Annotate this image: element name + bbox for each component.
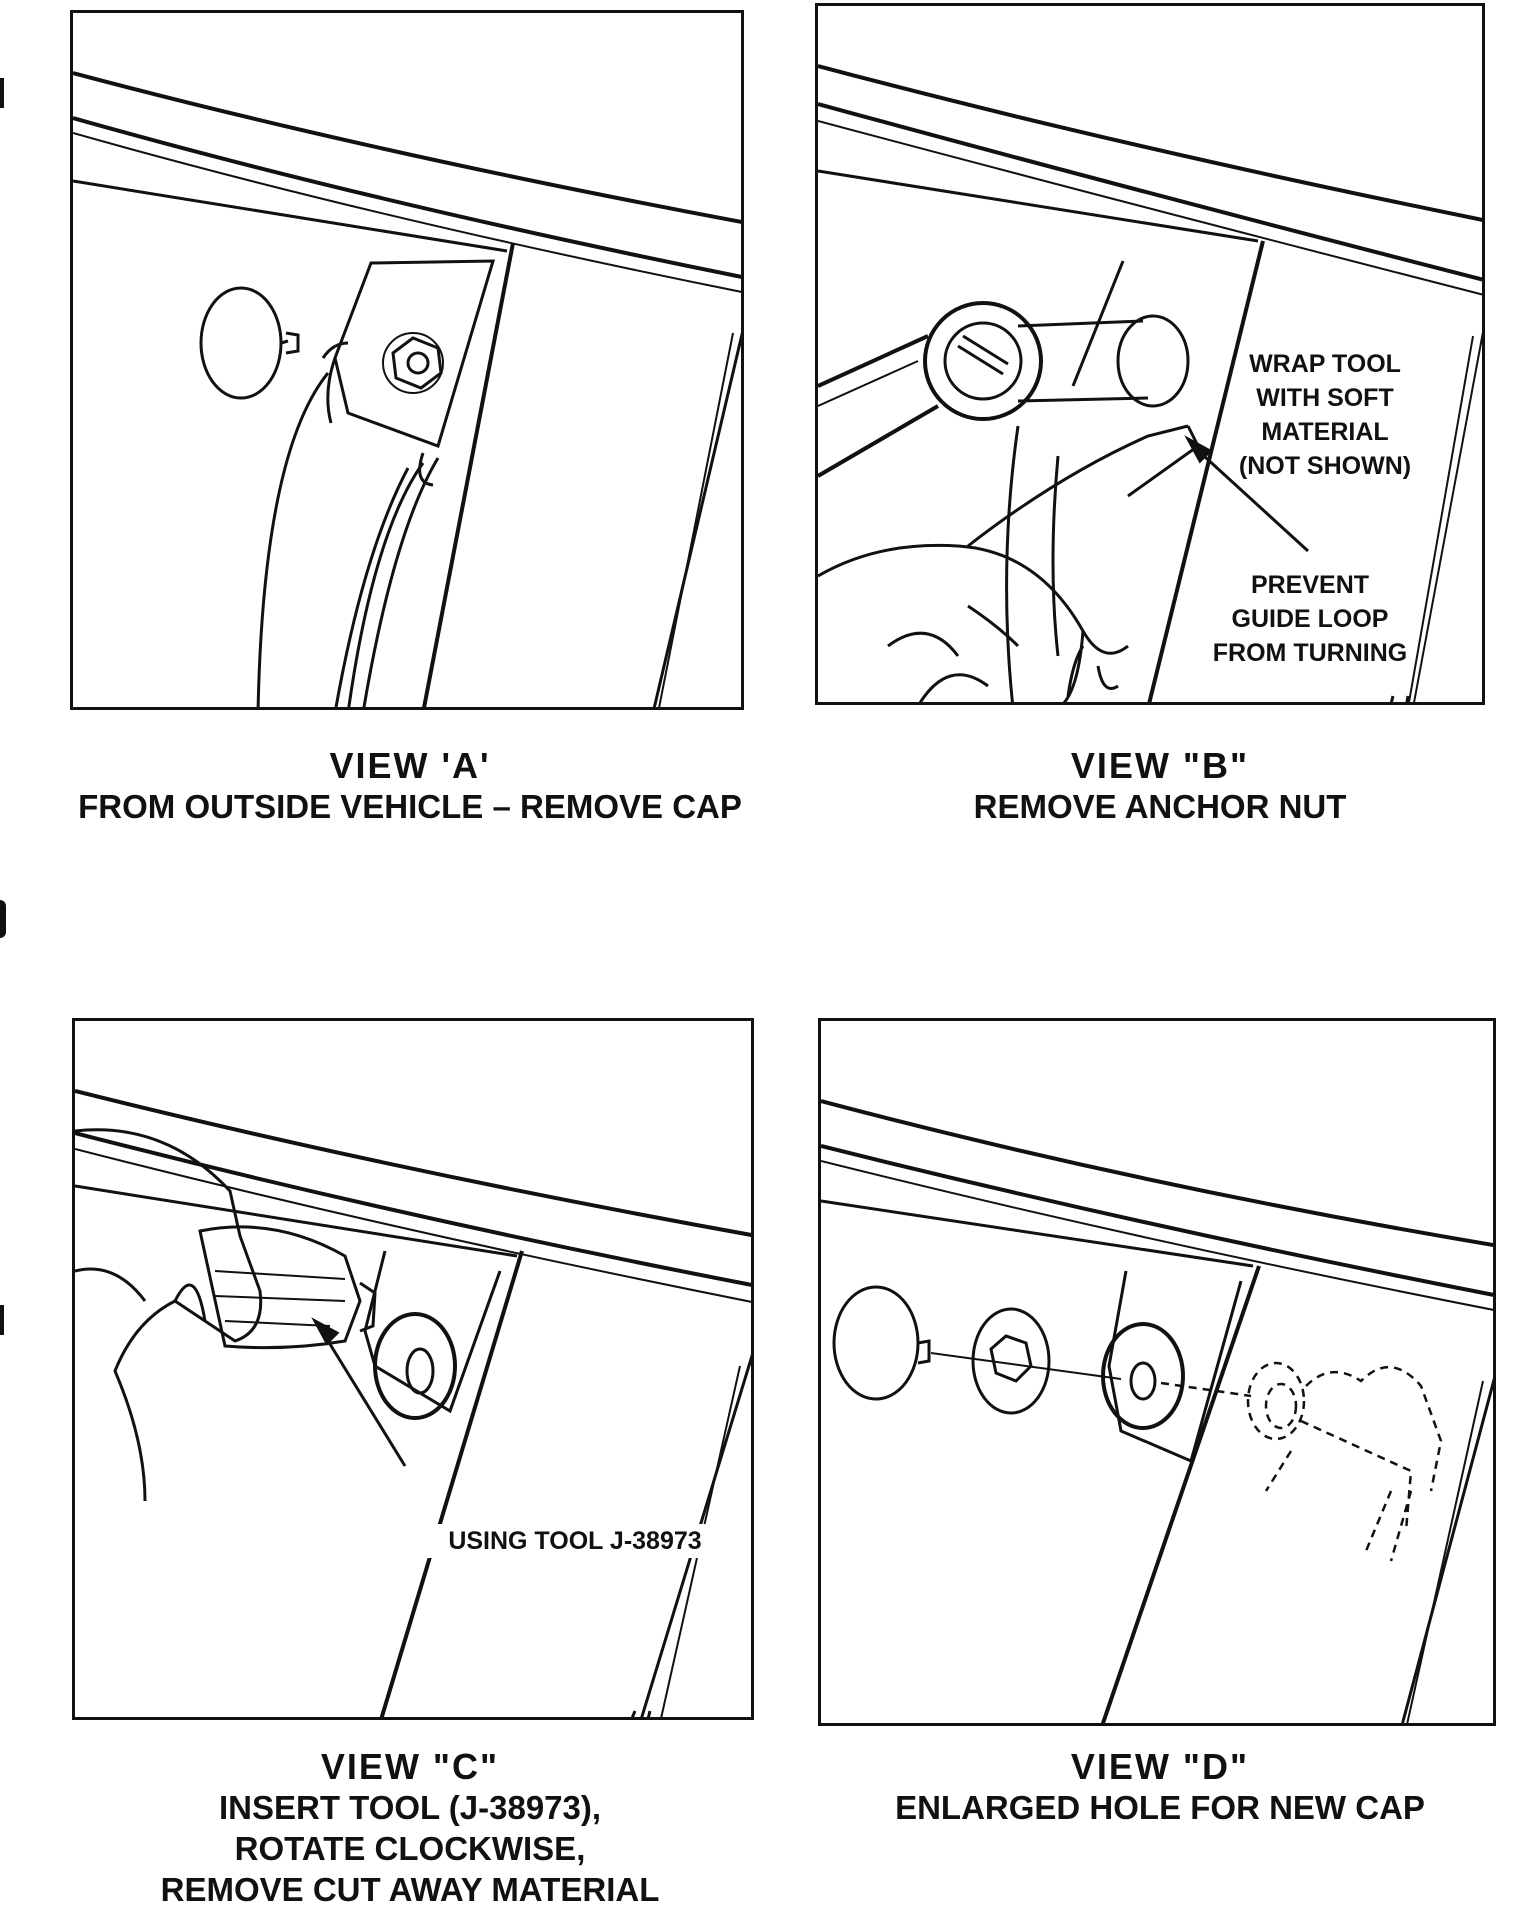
callout-wrap-line: WRAP TOOL <box>1249 350 1401 378</box>
view-b-description: REMOVE ANCHOR NUT <box>973 788 1347 825</box>
callout-prevent-line: PREVENT <box>1250 571 1370 599</box>
callout-prevent-line: GUIDE LOOP <box>1231 605 1389 633</box>
view-b-panel <box>815 3 1485 705</box>
view-c-description-line: INSERT TOOL (J-38973), <box>218 1789 602 1826</box>
view-d-illustration <box>821 1099 1493 1723</box>
callout-wrap-tool: WRAP TOOL WITH SOFT MATERIAL (NOT SHOWN) <box>1215 347 1435 483</box>
callout-using-tool: USING TOOL J-38973 <box>415 1524 735 1558</box>
view-a-title: VIEW 'A' <box>329 745 491 786</box>
view-a-caption: VIEW 'A' FROM OUTSIDE VEHICLE – REMOVE C… <box>40 745 780 827</box>
view-b-title: VIEW "B" <box>1070 745 1250 786</box>
view-b-illustration <box>818 64 1482 702</box>
view-a-description: FROM OUTSIDE VEHICLE – REMOVE CAP <box>78 788 742 825</box>
edge-mark <box>0 1305 4 1335</box>
view-d-title: VIEW "D" <box>1070 1746 1250 1787</box>
view-a-panel <box>70 10 744 710</box>
view-c-title: VIEW "C" <box>320 1746 500 1787</box>
view-d-description: ENLARGED HOLE FOR NEW CAP <box>895 1789 1425 1826</box>
view-d-caption: VIEW "D" ENLARGED HOLE FOR NEW CAP <box>840 1746 1480 1828</box>
view-c-description-line: ROTATE CLOCKWISE, <box>234 1830 586 1867</box>
view-c-description-line: REMOVE CUT AWAY MATERIAL <box>160 1871 660 1908</box>
callout-wrap-line: MATERIAL <box>1261 418 1389 446</box>
callout-wrap-line: WITH SOFT <box>1256 384 1394 412</box>
view-d-panel <box>818 1018 1496 1726</box>
edge-mark <box>0 78 4 108</box>
view-b-caption: VIEW "B" REMOVE ANCHOR NUT <box>860 745 1460 827</box>
view-c-caption: VIEW "C" INSERT TOOL (J-38973), ROTATE C… <box>40 1746 780 1910</box>
callout-prevent-line: FROM TURNING <box>1212 639 1408 667</box>
view-c-panel <box>72 1018 754 1720</box>
callout-wrap-line: (NOT SHOWN) <box>1238 452 1412 480</box>
callout-prevent-turning: PREVENT GUIDE LOOP FROM TURNING <box>1185 568 1435 670</box>
view-a-illustration <box>73 71 741 707</box>
edge-mark <box>0 900 6 938</box>
view-c-illustration <box>75 1089 751 1717</box>
